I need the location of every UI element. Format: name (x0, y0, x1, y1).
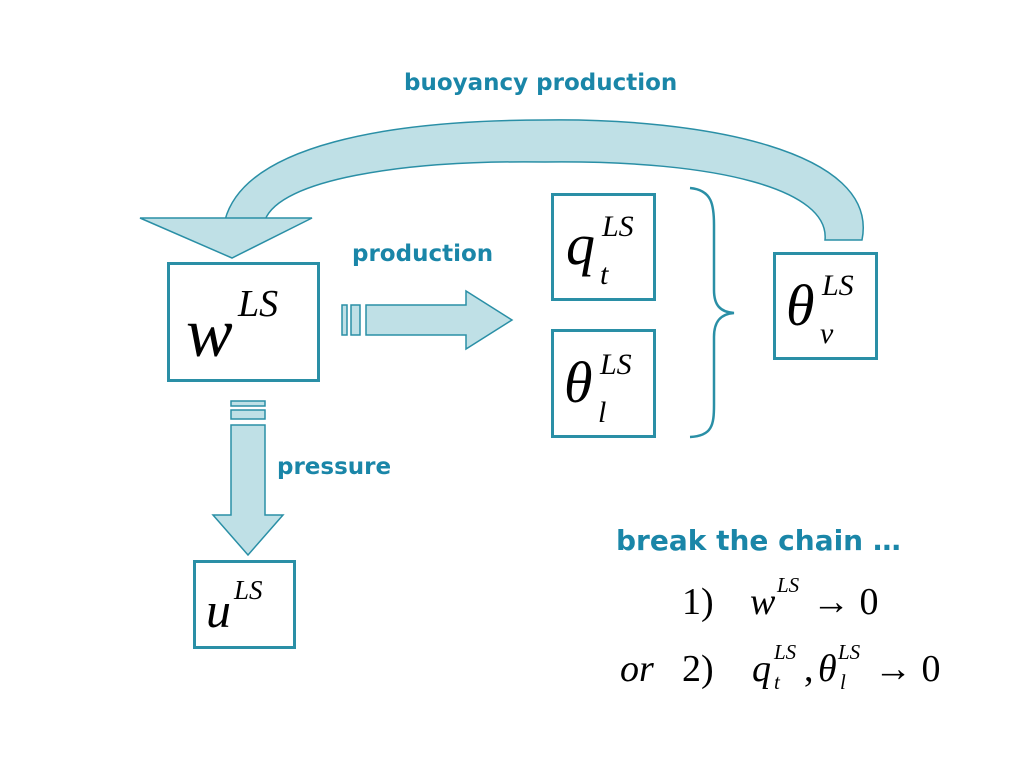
q-symbol: q (566, 212, 595, 277)
qt-superscript: LS (602, 210, 634, 243)
w-symbol: w (186, 295, 233, 372)
eq2-q-subscript: t (774, 670, 780, 694)
eq2-q-superscript: LS (774, 640, 797, 664)
qt-ls-box: q LS t (551, 193, 656, 301)
curly-brace (689, 186, 735, 439)
qt-subscript: t (600, 258, 609, 291)
pressure-arrow-stripe-2 (230, 409, 266, 420)
theta-v-ls-box: θ LS v (773, 252, 878, 360)
equation-2: or 2) q LS t , θ LS l → 0 (618, 642, 978, 702)
buoyancy-arrowhead (139, 217, 313, 259)
theta-v-superscript: LS (822, 269, 854, 302)
equation-1: 1) w LS → 0 (660, 575, 920, 625)
u-symbol: u (206, 582, 231, 638)
theta-l-superscript: LS (600, 348, 632, 381)
w-ls-box: w LS (167, 262, 320, 382)
eq2-theta-superscript: LS (838, 640, 861, 664)
buoyancy-production-label: buoyancy production (404, 70, 678, 96)
pressure-label: pressure (277, 454, 392, 480)
eq2-or: or (620, 648, 654, 690)
theta-v-subscript: v (820, 317, 834, 350)
u-ls-box: u LS (193, 560, 296, 649)
production-label: production (352, 241, 494, 267)
eq1-w: w (750, 581, 776, 623)
production-arrow-stripe-1 (341, 304, 348, 336)
buoyancy-curved-arrow (224, 119, 864, 241)
eq2-comma: , (804, 648, 814, 690)
pressure-arrow-body (211, 424, 285, 557)
theta-l-symbol: θ (564, 350, 593, 415)
theta-v-symbol: θ (786, 273, 815, 338)
eq1-relation: → 0 (812, 581, 879, 623)
theta-l-subscript: l (598, 396, 607, 429)
pressure-arrow-stripe-1 (230, 400, 266, 407)
eq1-superscript: LS (777, 573, 800, 597)
production-arrow-body (365, 289, 514, 351)
eq2-theta: θ (818, 648, 837, 690)
eq1-number: 1) (682, 581, 714, 623)
production-arrow-stripe-2 (350, 304, 361, 336)
w-superscript: LS (238, 283, 279, 325)
u-superscript: LS (234, 575, 263, 605)
break-chain-label: break the chain … (616, 524, 901, 557)
theta-l-ls-box: θ LS l (551, 329, 656, 438)
eq2-number: 2) (682, 648, 714, 690)
eq2-theta-subscript: l (840, 670, 846, 694)
eq2-relation: → 0 (874, 648, 941, 690)
eq2-q: q (752, 648, 771, 690)
